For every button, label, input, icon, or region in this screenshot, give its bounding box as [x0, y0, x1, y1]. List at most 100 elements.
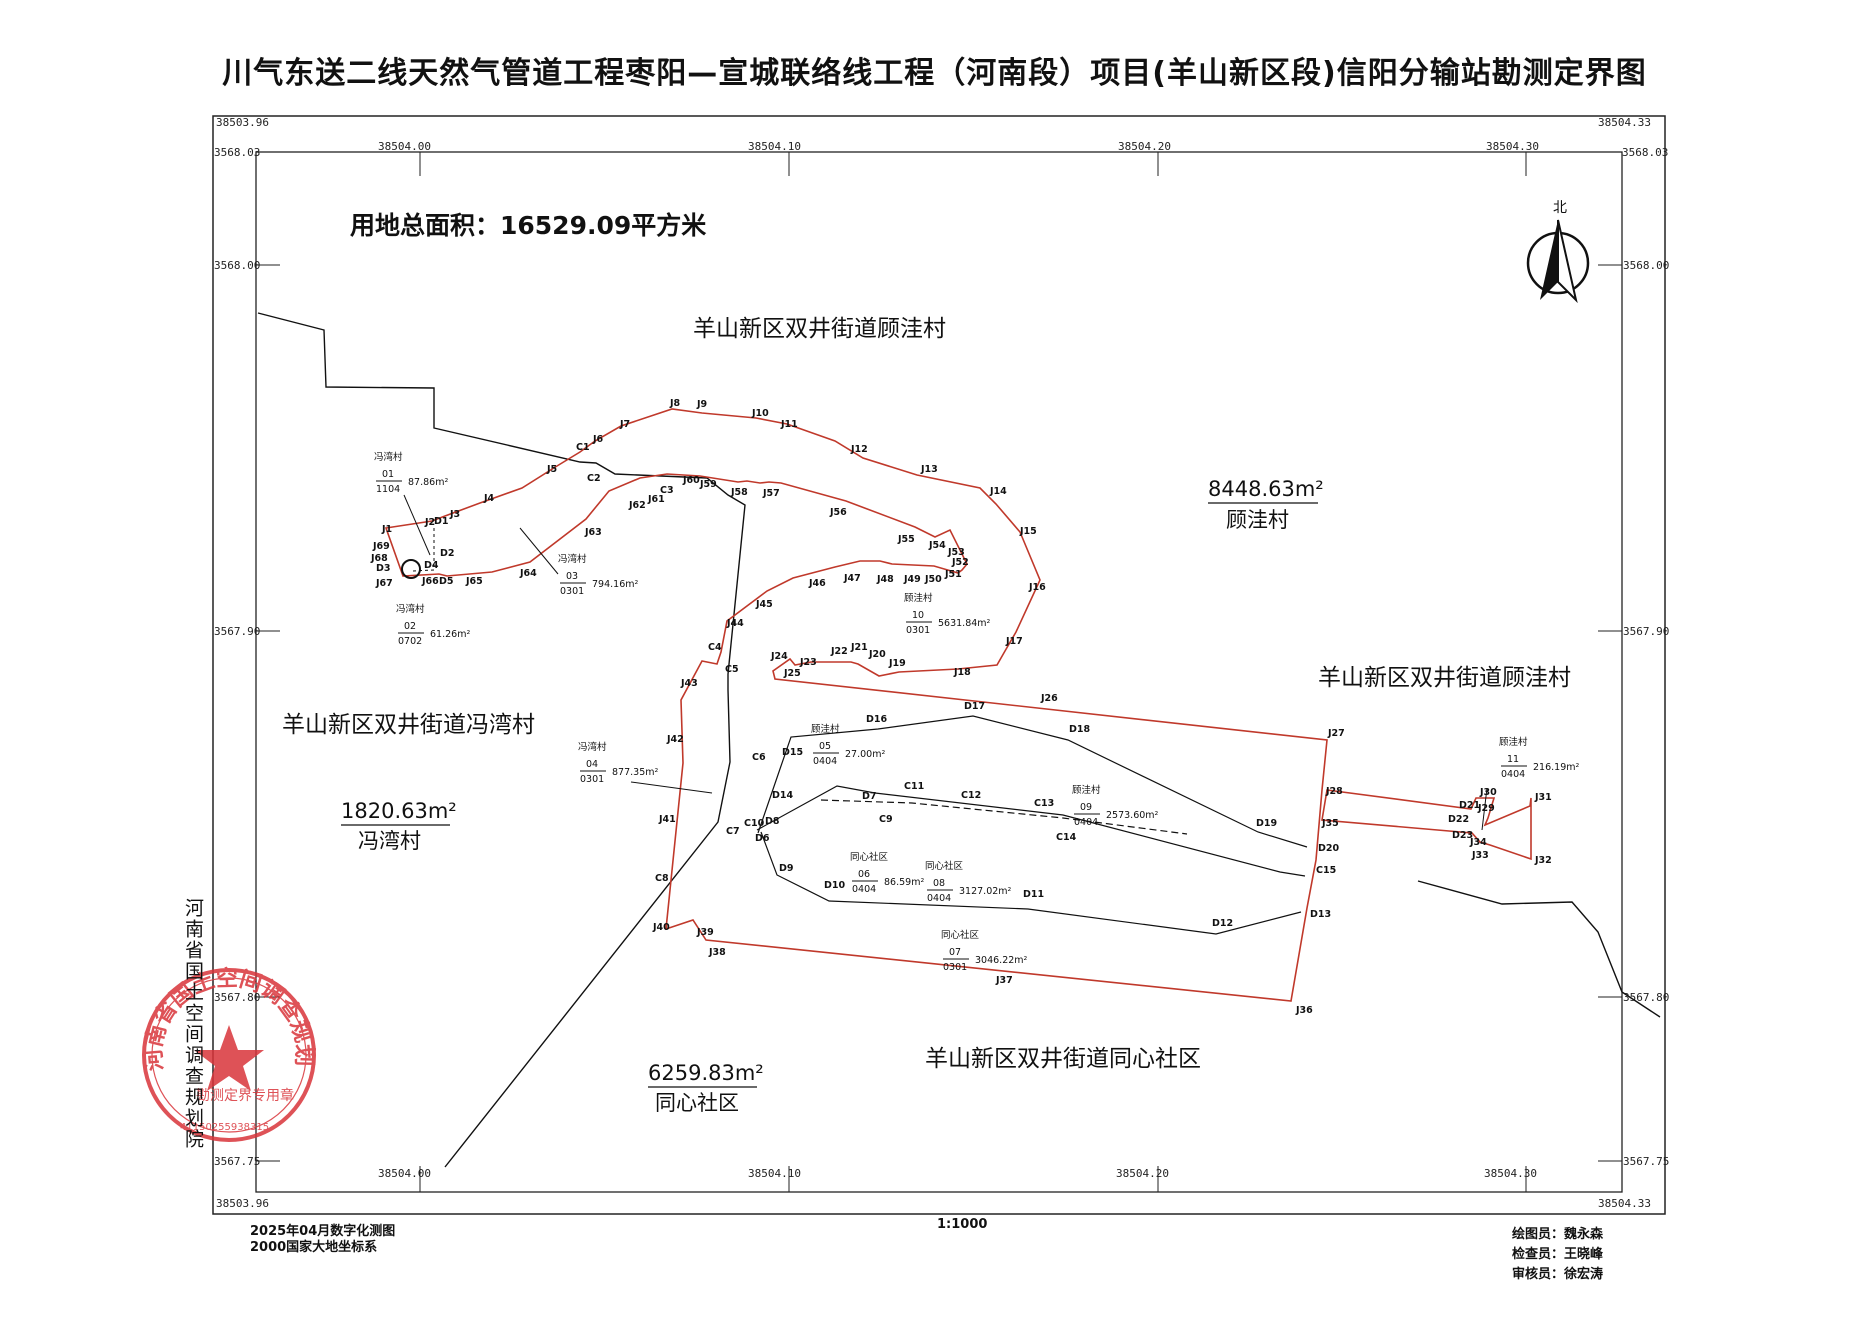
parcel-area: 216.19m²	[1533, 762, 1579, 773]
parcel-sub: 0404	[1501, 769, 1525, 780]
point-label-j4: J4	[483, 493, 495, 504]
parcel-code: 06	[858, 869, 870, 880]
y-tick-left-3: 3567.75	[214, 1155, 260, 1168]
point-label-j43: J43	[680, 678, 698, 689]
parcel-area: 3127.02m²	[959, 886, 1012, 897]
point-label-d1: D1	[434, 516, 449, 527]
stamp-serial: 41150255938315	[180, 1122, 269, 1133]
point-label-j20: J20	[868, 649, 886, 660]
point-label-j8: J8	[669, 398, 681, 409]
inner-frame	[255, 151, 1623, 1193]
x-tick-top-1: 38504.10	[748, 140, 801, 153]
parcel-village: 冯湾村	[578, 741, 607, 753]
point-label-c10: C10	[744, 818, 765, 829]
parcel-area: 27.00m²	[845, 749, 885, 760]
point-label-j16: J16	[1028, 582, 1046, 593]
point-label-d9: D9	[779, 863, 794, 874]
coord-right-top: 3568.03	[1622, 146, 1668, 159]
parcel-sub: 1104	[376, 484, 400, 495]
point-label-d21: D21	[1459, 800, 1480, 811]
point-label-j40: J40	[652, 922, 670, 933]
parcel-area: 86.59m²	[884, 877, 924, 888]
tongxin-name: 同心社区	[655, 1091, 739, 1115]
parcel-area: 794.16m²	[592, 579, 638, 590]
point-label-c5: C5	[725, 664, 739, 675]
point-label-j46: J46	[808, 578, 826, 589]
parcel-village: 顾洼村	[904, 592, 933, 604]
point-label-j52: J52	[951, 557, 969, 568]
parcel-sub: 0702	[398, 636, 422, 647]
stamp-star-icon	[194, 1025, 264, 1091]
parcel-sub: 0404	[813, 756, 837, 767]
y-tick-right-1: 3567.90	[1623, 625, 1669, 638]
point-label-j29: J29	[1477, 803, 1495, 814]
point-label-d18: D18	[1069, 724, 1090, 735]
point-label-d22: D22	[1448, 814, 1469, 825]
point-label-j26: J26	[1040, 693, 1058, 704]
parcel-code: 08	[933, 878, 945, 889]
point-label-j44: J44	[726, 618, 744, 629]
point-label-j66: J66	[421, 576, 439, 587]
point-label-j33: J33	[1471, 850, 1489, 861]
parcel-area: 61.26m²	[430, 629, 470, 640]
stamp-sub-text: 勘测定界专用章	[196, 1087, 294, 1104]
point-label-j18: J18	[953, 667, 971, 678]
point-label-j12: J12	[850, 444, 868, 455]
parcel-village: 冯湾村	[558, 553, 587, 565]
point-label-j28: J28	[1325, 786, 1343, 797]
point-label-d13: D13	[1310, 909, 1331, 920]
point-label-j25: J25	[783, 668, 801, 679]
point-label-j27: J27	[1327, 728, 1345, 739]
reviewer-name: 审核员：徐宏涛	[1512, 1267, 1604, 1282]
coord-bl-bottom: 38503.96	[216, 1197, 269, 1210]
parcel-village: 同心社区	[850, 851, 889, 863]
x-tick-top-2: 38504.20	[1118, 140, 1171, 153]
coord-tl-top: 38503.96	[216, 116, 269, 129]
point-label-j2: J2	[424, 517, 435, 528]
parcel-village: 同心社区	[941, 929, 980, 941]
point-label-d2: D2	[440, 548, 455, 559]
coord-br-bottom: 38504.33	[1598, 1197, 1651, 1210]
guwa-name: 顾洼村	[1226, 508, 1289, 532]
pipeline-line-east	[1417, 880, 1661, 1018]
y-tick-right-3: 3567.75	[1623, 1155, 1669, 1168]
parcel-code: 09	[1080, 802, 1092, 813]
point-label-d14: D14	[772, 790, 793, 801]
point-label-j51: J51	[944, 569, 962, 580]
point-label-d11: D11	[1023, 889, 1044, 900]
point-label-j50: J50	[924, 574, 942, 585]
point-label-c14: C14	[1056, 832, 1077, 843]
parcel-sub: 0404	[927, 893, 951, 904]
parcel-sub: 0301	[580, 774, 604, 785]
tongxin-area: 6259.83m²	[648, 1061, 764, 1085]
point-label-d10: D10	[824, 880, 845, 891]
x-tick-bottom-3: 38504.30	[1484, 1167, 1537, 1180]
stamp-org-text: 河南省国土空间调查规划院	[0, 0, 316, 1072]
drawer-name: 绘图员：魏永森	[1512, 1227, 1604, 1242]
region-north: 羊山新区双井街道顾洼村	[693, 316, 946, 342]
division-line-2	[760, 831, 1302, 935]
y-tick-left-2: 3567.80	[214, 991, 260, 1004]
point-label-j58: J58	[730, 487, 748, 498]
point-label-j21: J21	[850, 642, 868, 653]
fengwan-name: 冯湾村	[358, 829, 421, 853]
survey-date: 2025年04月数字化测图	[250, 1224, 396, 1239]
point-label-d17: D17	[964, 701, 985, 712]
point-label-j53: J53	[947, 547, 965, 558]
point-label-c4: C4	[708, 642, 722, 653]
point-label-d15: D15	[782, 747, 803, 758]
parcel-sub: 0301	[560, 586, 584, 597]
division-line-1	[757, 715, 1308, 848]
parcel-sub: 0301	[906, 625, 930, 636]
point-label-j65: J65	[465, 576, 483, 587]
point-label-c12: C12	[961, 790, 981, 801]
official-stamp: 河南省国土空间调查规划院 勘测定界专用章 41150255938315	[0, 0, 316, 1142]
